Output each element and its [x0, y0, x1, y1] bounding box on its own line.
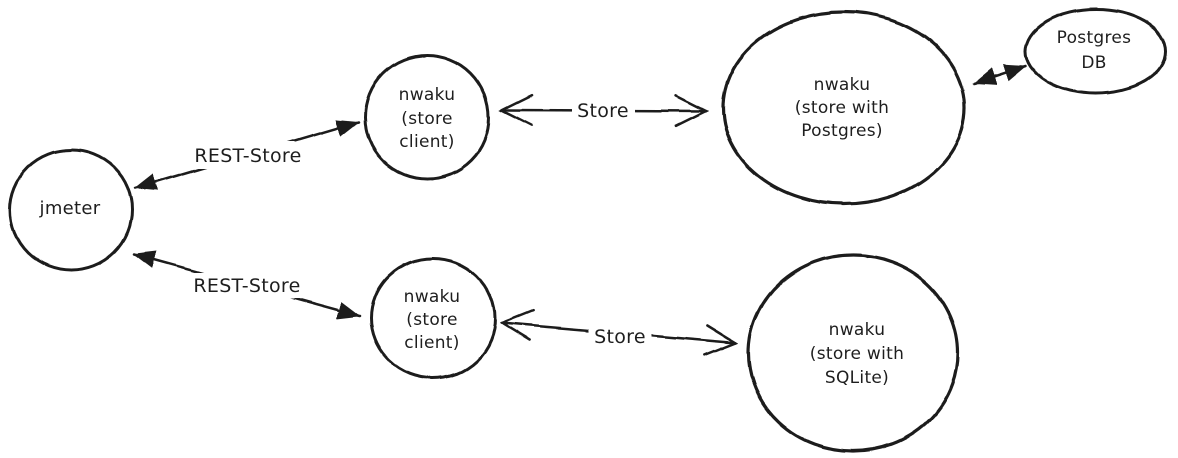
node-nwaku-store-client-bottom-label-line2: (store — [406, 310, 457, 330]
node-nwaku-store-client-bottom-shape — [369, 256, 497, 380]
edge-store-top-label-mask — [572, 98, 634, 122]
node-nwaku-store-postgres-label-line1: nwaku — [814, 75, 871, 95]
node-postgres-db-label-line1: Postgres — [1057, 28, 1132, 48]
node-nwaku-store-sqlite-label-line3: SQLite) — [825, 368, 889, 388]
edge-rest-store-bottom-label: REST-Store — [193, 275, 300, 297]
edge-postgres-db-link-arrow — [972, 64, 1028, 85]
node-nwaku-store-postgres-label-line2: (store with — [795, 98, 889, 118]
node-nwaku-store-client-bottom-label-line3: client) — [404, 333, 459, 353]
edge-store-top-label: Store — [577, 100, 629, 122]
node-nwaku-store-client-bottom-label-line1: nwaku — [404, 287, 461, 307]
node-nwaku-store-sqlite-label-line2: (store with — [810, 344, 904, 364]
node-nwaku-store-sqlite-label-line1: nwaku — [829, 320, 886, 340]
node-nwaku-store-postgres-label-line3: Postgres) — [801, 121, 883, 141]
node-jmeter-shape — [8, 148, 134, 272]
edge-rest-store-bottom-label-mask — [184, 272, 310, 298]
node-nwaku-store-client-top-label-line1: nwaku — [399, 85, 456, 105]
node-nwaku-store-client-top-shape — [363, 53, 491, 181]
node-nwaku-store-client-top-label-line2: (store — [401, 109, 452, 129]
node-jmeter-label: jmeter — [39, 198, 101, 219]
node-postgres-db-label-line2: DB — [1081, 53, 1106, 73]
node-nwaku-store-client-top-label-line3: client) — [399, 132, 454, 152]
edge-rest-store-top-label: REST-Store — [194, 145, 301, 167]
node-nwaku-store-postgres-shape — [721, 10, 967, 206]
edge-rest-store-top-label-mask — [185, 142, 311, 168]
node-postgres-db-shape — [1024, 7, 1168, 95]
edge-store-bottom-label-mask — [589, 324, 651, 348]
edge-store-bottom-label: Store — [594, 326, 646, 348]
node-nwaku-store-sqlite-shape — [746, 253, 960, 453]
